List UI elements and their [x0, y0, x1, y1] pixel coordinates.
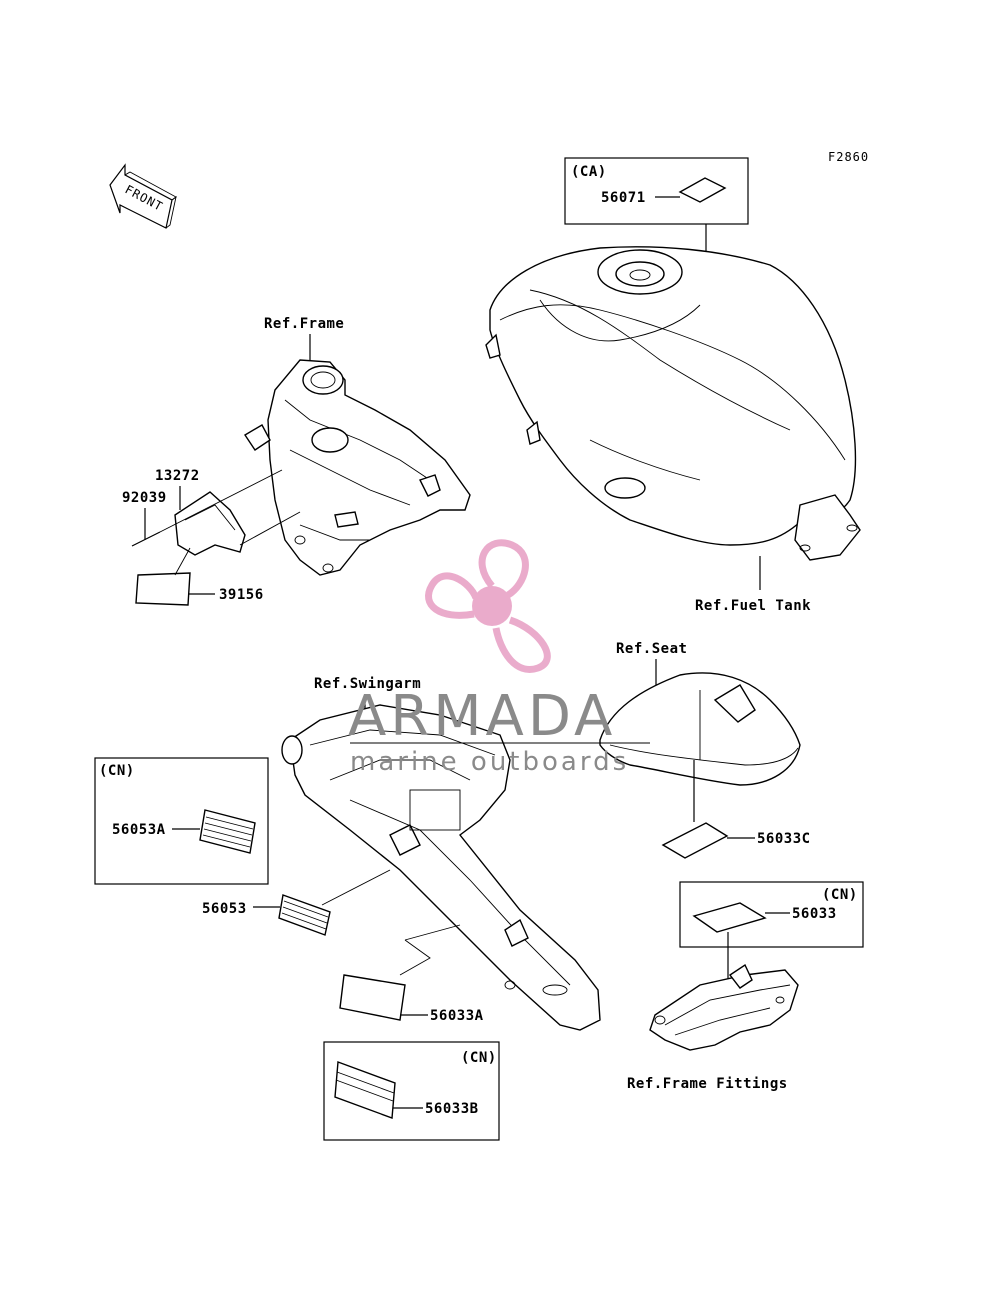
label-56053-sticker — [278, 894, 331, 936]
ref-swingarm-label: Ref.Swingarm — [314, 676, 421, 692]
part-56033B-label: 56033B — [425, 1101, 479, 1117]
cn-56033B-box: (CN) 56033B — [323, 1041, 500, 1141]
part-56033-label: 56033 — [792, 906, 837, 922]
label-56033-sticker — [692, 902, 767, 933]
cn-tag-56053A: (CN) — [99, 763, 135, 779]
bracket-13272 — [174, 491, 246, 556]
screw-92039 — [131, 531, 161, 547]
ca-tag: (CA) — [571, 164, 607, 180]
fuel-tank — [485, 246, 861, 590]
part-56053-label: 56053 — [202, 901, 247, 917]
label-56033A-sticker — [339, 974, 406, 1021]
watermark-brand: ARMADA — [348, 684, 616, 749]
cn-56033-box: (CN) 56033 — [679, 881, 864, 948]
part-39156-label: 39156 — [219, 587, 264, 603]
part-92039-label: 92039 — [122, 490, 167, 506]
part-56033A-label: 56033A — [430, 1008, 484, 1024]
label-39156-sticker — [135, 572, 191, 606]
swingarm — [281, 704, 601, 1031]
frame-assembly — [244, 359, 471, 576]
cn-56053A-box: (CN) 56053A — [94, 757, 269, 885]
part-56033C-label: 56033C — [757, 831, 811, 847]
cn-tag-56033B: (CN) — [461, 1050, 497, 1066]
seat — [599, 672, 801, 786]
part-56071-label: 56071 — [601, 190, 646, 206]
watermark-tagline: marine outboards — [350, 747, 629, 777]
figure-code: F2860 — [828, 150, 869, 164]
part-13272-label: 13272 — [155, 468, 200, 484]
ref-seat-label: Ref.Seat — [616, 641, 687, 657]
frame-fittings — [649, 963, 799, 1051]
label-56033C-sticker — [661, 822, 729, 859]
ref-fuel-tank-label: Ref.Fuel Tank — [695, 598, 811, 614]
armada-logo-icon — [425, 539, 551, 673]
label-56033B-sticker — [334, 1061, 396, 1119]
ref-frame-label: Ref.Frame — [264, 316, 344, 332]
front-arrow-icon: FRONT — [109, 163, 177, 229]
label-56071-sticker — [678, 177, 727, 203]
cn-tag-56033: (CN) — [822, 887, 858, 903]
ref-frame-fittings-label: Ref.Frame Fittings — [627, 1076, 788, 1092]
label-56053A-sticker — [199, 809, 256, 854]
part-56053A-label: 56053A — [112, 822, 166, 838]
